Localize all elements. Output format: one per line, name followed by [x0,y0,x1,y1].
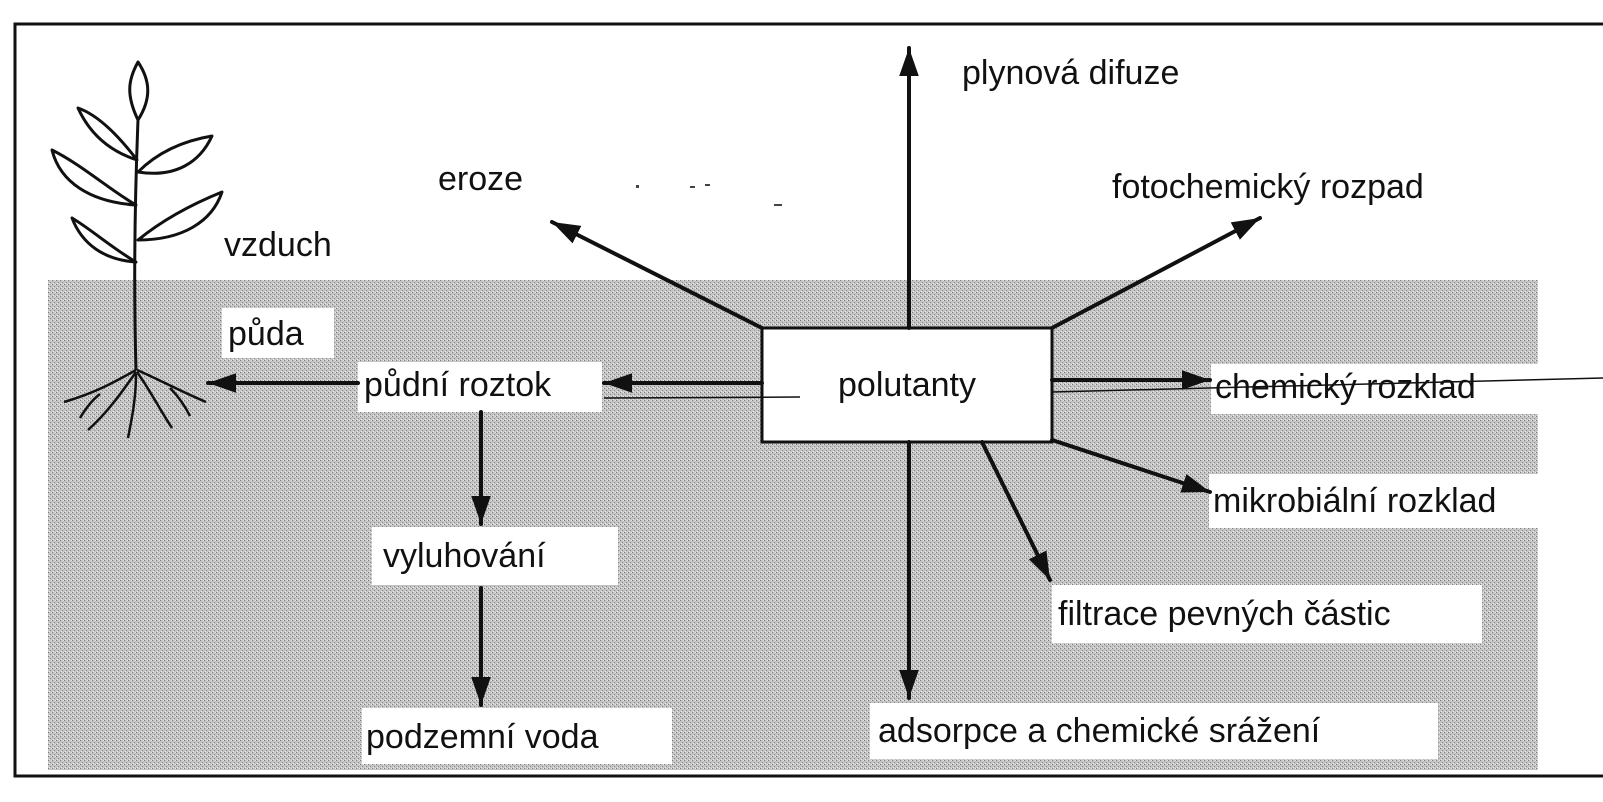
center-label: polutanty [838,366,976,404]
air-label: vzduch [224,226,332,264]
groundwater-label: podzemní voda [366,718,599,756]
soil-solution-label: půdní roztok [364,366,552,404]
chemical-label: chemický rozklad [1215,368,1476,406]
adsorption-label: adsorpce a chemické srážení [878,712,1321,750]
microbial-label: mikrobiální rozklad [1213,482,1496,520]
filtration-label: filtrace pevných částic [1058,595,1391,633]
soil-label: půda [228,315,304,353]
gas-diffusion-label: plynová difuze [962,54,1179,92]
photochemical-label: fotochemický rozpad [1112,168,1424,206]
leaching-label: vyluhování [383,537,546,575]
erosion-label: eroze [438,160,523,198]
